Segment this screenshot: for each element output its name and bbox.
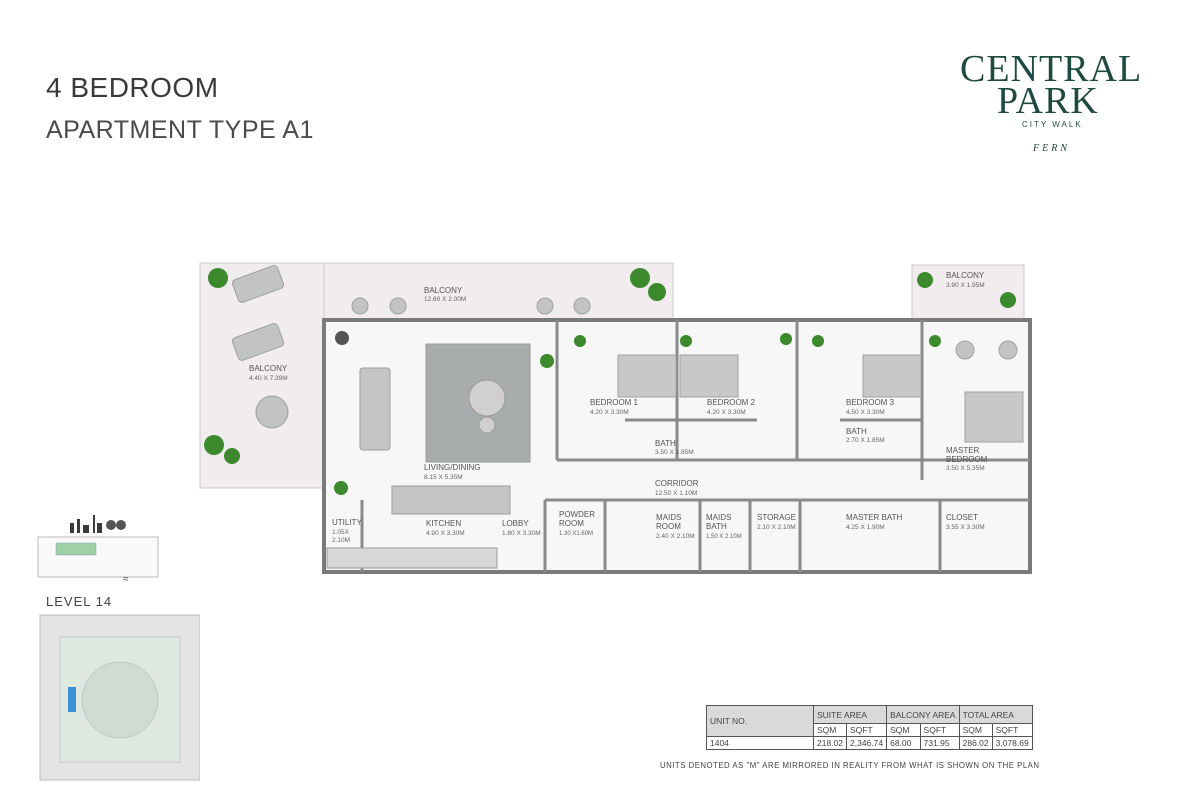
label-utility: UTILITY [332, 518, 362, 527]
size-living: 8.15 X 5.35M [424, 474, 463, 481]
suite-header: SUITE AREA [812, 705, 888, 724]
size-bath1: 3.50 X 1.85M [655, 449, 694, 456]
suite-sqm: 218.02 [813, 736, 847, 750]
unit-highlight [55, 542, 97, 556]
label-storage: STORAGE [757, 513, 796, 522]
label-master-bath: MASTER BATH [846, 513, 903, 522]
suite-sqm-header: SQM [813, 723, 847, 737]
balcony-sqft-header: SQFT [919, 723, 960, 737]
size-corridor: 12.50 X 1.10M [655, 490, 697, 497]
plants [204, 268, 1016, 495]
dark-pillar [335, 331, 349, 345]
balcony-sqm-header: SQM [886, 723, 921, 737]
balcony-sqm: 68.00 [886, 736, 921, 750]
size-balcony-right: 3.90 X 1.95M [946, 282, 985, 289]
label-kitchen: KITCHEN [426, 519, 461, 528]
balcony-header: BALCONY AREA [886, 705, 960, 724]
label-bedroom2: BEDROOM 2 [707, 398, 756, 407]
skyline-icon [70, 515, 126, 533]
unit-header: UNIT NO. [706, 705, 814, 737]
label-master-bedroom-1: MASTER [946, 446, 980, 455]
level-label: LEVEL 14 [46, 594, 113, 609]
size-balcony-top: 12.60 X 2.00M [424, 296, 466, 303]
label-balcony-top: BALCONY [424, 286, 463, 295]
label-master-bedroom-2: BEDROOM [946, 455, 988, 464]
interior-walls [360, 320, 1030, 572]
size-utility-1: 1.05X [332, 529, 350, 536]
unit-number: 1404 [706, 736, 814, 750]
central-park-logo: CENTRAL PARK CITY WALK FERN [960, 48, 1142, 154]
size-bedroom2: 4.20 X 3.30M [707, 409, 746, 416]
label-balcony-left: BALCONY [249, 364, 288, 373]
page-subtitle: APARTMENT TYPE A1 [46, 116, 314, 144]
page-title: 4 BEDROOM [46, 72, 219, 103]
label-maids-bath-2: BATH [706, 522, 727, 531]
size-balcony-left: 4.40 X 7.39M [249, 375, 288, 382]
size-utility-2: 2.10M [332, 537, 350, 544]
label-bath1: BATH [655, 439, 676, 448]
total-sqft: 3,078.69 [991, 736, 1033, 750]
size-master-bath: 4.25 X 1.90M [846, 524, 885, 531]
pool [68, 687, 76, 712]
label-bath2: BATH [846, 427, 867, 436]
size-lobby: 1.80 X 3.30M [502, 530, 541, 537]
label-maids-bath-1: MAIDS [706, 513, 731, 522]
size-maids-room: 2.40 X 2.10M [656, 533, 695, 540]
label-closet: CLOSET [946, 513, 978, 522]
label-balcony-right: BALCONY [946, 271, 985, 280]
label-powder-2: ROOM [559, 519, 584, 528]
total-sqm: 286.02 [958, 736, 993, 750]
size-kitchen: 4.90 X 3.30M [426, 530, 465, 537]
size-maids-bath: 1.50 X 2.10M [706, 534, 742, 540]
label-bedroom1: BEDROOM 1 [590, 398, 639, 407]
area-table: UNIT NO. SUITE AREA BALCONY AREA TOTAL A… [706, 705, 1033, 750]
total-sqm-header: SQM [958, 723, 993, 737]
living-furniture [326, 343, 531, 569]
label-living: LIVING/DINING [424, 463, 480, 472]
svg-text:FERN: FERN [1032, 143, 1070, 154]
north-arrow-icon: ≈ [123, 574, 129, 585]
label-corridor: CORRIDOR [655, 479, 699, 488]
key-plan: ≈ [37, 515, 200, 781]
size-storage: 2.10 X 2.10M [757, 524, 796, 531]
size-powder: 1.30 X1.60M [559, 531, 593, 537]
total-sqft-header: SQFT [991, 723, 1033, 737]
size-master-bedroom: 3.50 X 5.35M [946, 465, 985, 472]
suite-sqft: 2,346.74 [845, 736, 888, 750]
size-closet: 3.55 X 3.30M [946, 524, 985, 531]
svg-text:PARK: PARK [997, 80, 1099, 122]
size-bedroom1: 4.20 X 3.30M [590, 409, 629, 416]
footnote: UNITS DENOTED AS "M" ARE MIRRORED IN REA… [660, 761, 1040, 770]
total-header: TOTAL AREA [958, 705, 1033, 724]
label-powder-1: POWDER [559, 510, 595, 519]
balcony-top-area [323, 262, 674, 321]
label-maids-room-2: ROOM [656, 522, 681, 531]
svg-text:CENTRAL: CENTRAL [960, 48, 1142, 90]
label-bedroom3: BEDROOM 3 [846, 398, 895, 407]
balcony-furniture [231, 265, 1018, 429]
size-bath2: 2.70 X 1.85M [846, 437, 885, 444]
suite-sqft-header: SQFT [845, 723, 888, 737]
label-maids-room-1: MAIDS [656, 513, 681, 522]
size-bedroom3: 4.50 X 3.30M [846, 409, 885, 416]
svg-text:CITY WALK: CITY WALK [1022, 120, 1083, 129]
beds [617, 354, 1024, 443]
label-lobby: LOBBY [502, 519, 529, 528]
balcony-sqft: 731.95 [919, 736, 960, 750]
